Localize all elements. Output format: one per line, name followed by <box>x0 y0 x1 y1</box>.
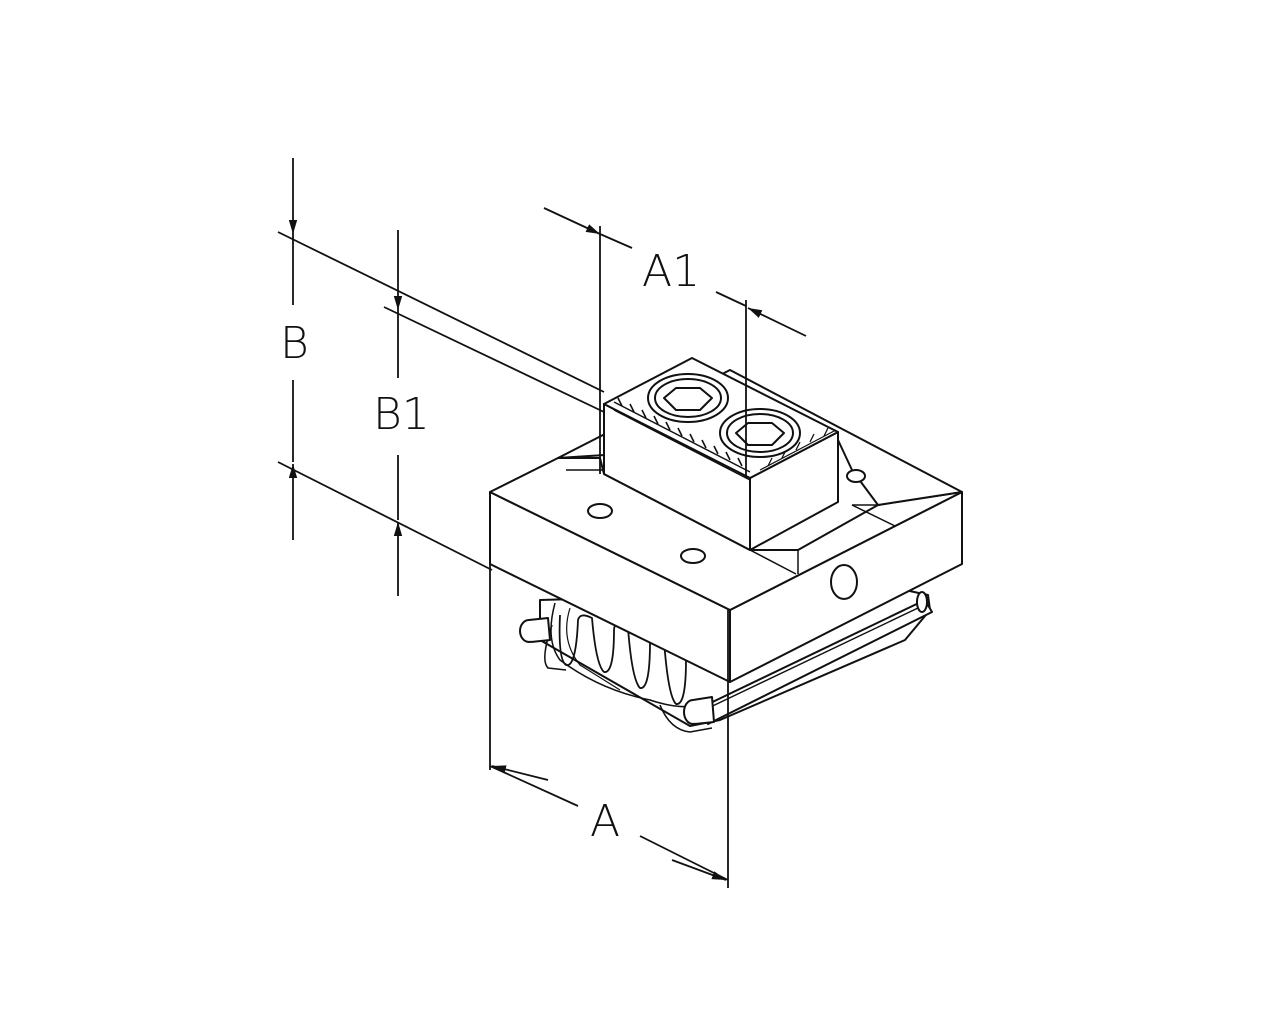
dimension-label-a: A <box>590 796 621 847</box>
dimension-a-line-right <box>639 835 729 881</box>
base-hole-1 <box>587 503 613 519</box>
extension-line-b1-top <box>383 306 605 413</box>
screw-2 <box>719 408 801 458</box>
dimensions <box>277 158 807 888</box>
screw-1 <box>647 373 729 423</box>
jaw-assembly <box>489 357 963 733</box>
dimension-a1-line-left <box>599 233 633 249</box>
dimension-label-b: B <box>280 318 309 369</box>
dimension-a1-arrow-right <box>747 307 807 337</box>
dimension-a-line-left <box>489 765 579 807</box>
extension-line-b-top <box>277 231 605 393</box>
dimension-label-b1: B1 <box>373 389 430 440</box>
base-hole-3 <box>846 469 866 483</box>
dimension-a-arrow-right <box>671 859 727 881</box>
top-jaw <box>603 357 839 551</box>
side-hole <box>830 564 858 600</box>
dimension-a1-line-right <box>715 291 747 307</box>
dimension-a1-arrow-left <box>543 207 601 235</box>
dimension-label-a1: A1 <box>642 246 701 297</box>
dimension-a-arrow-left <box>491 765 549 781</box>
extension-line-b-bottom <box>277 461 493 571</box>
base-hole-2 <box>680 548 706 564</box>
